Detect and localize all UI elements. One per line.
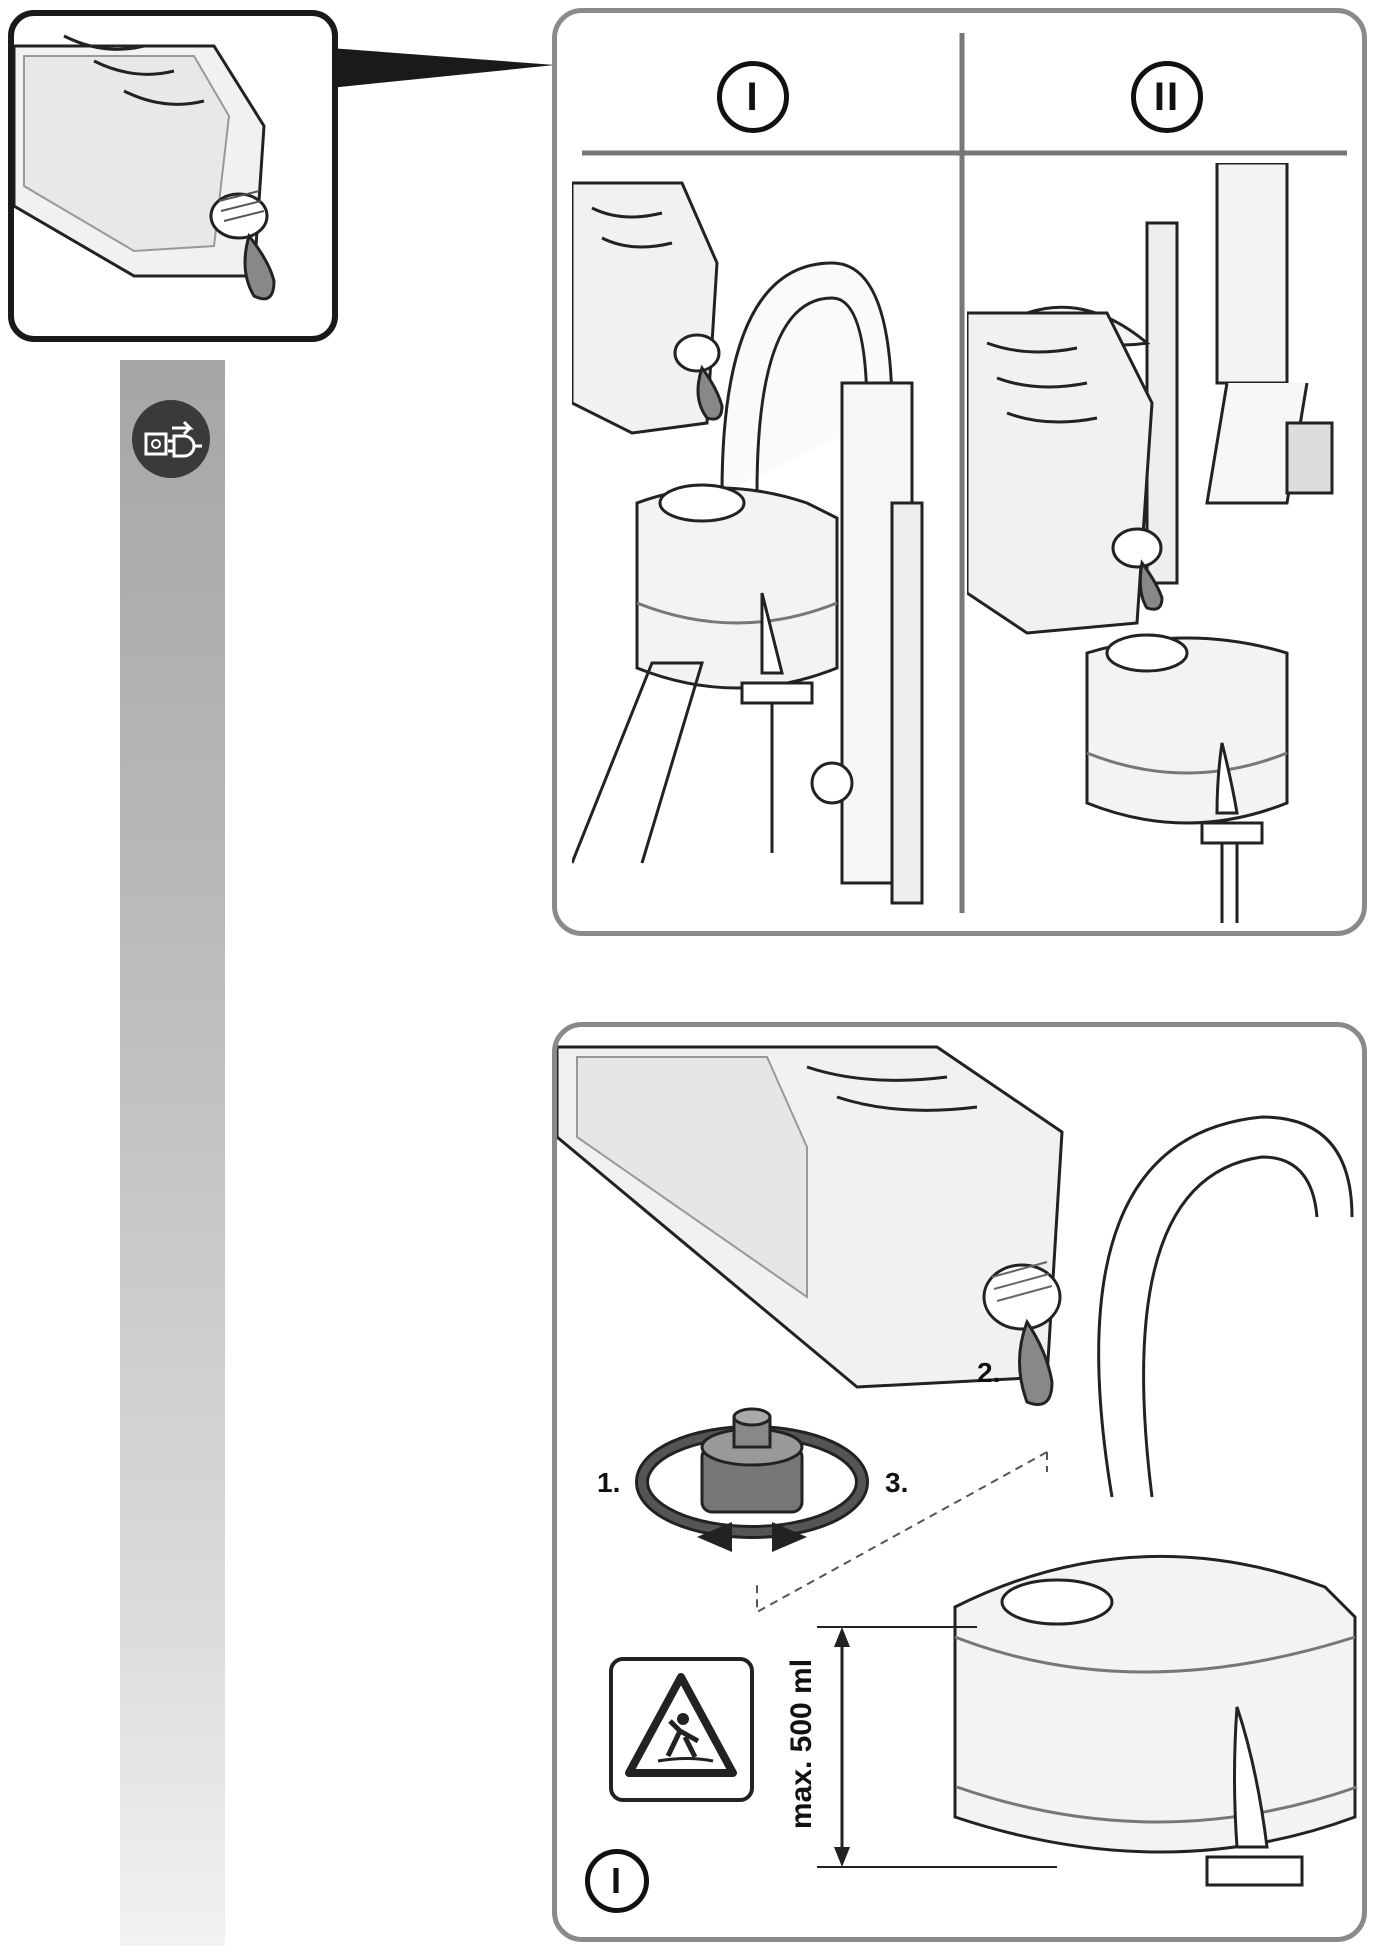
unplug-power-icon	[132, 400, 210, 478]
left-sidebar-bar	[120, 360, 225, 1946]
slippery-floor-warning-icon	[609, 1657, 754, 1802]
step-divider-lines	[582, 33, 1347, 913]
step-i-badge: I	[717, 61, 789, 133]
step-i-badge-bottom: I	[585, 1849, 649, 1913]
refill-illustration	[557, 1045, 1358, 1887]
top-instruction-panel: I II	[552, 8, 1367, 936]
step-ii-badge: II	[1131, 61, 1203, 133]
step-2-label: 2.	[977, 1357, 1001, 1388]
step-1-label: 1.	[597, 1467, 621, 1498]
bottom-instruction-panel: 1. 2. 3. max. 500 ml I	[552, 1022, 1367, 1942]
rotate-cap-icon	[635, 1407, 869, 1552]
bottle-closeup-illustration	[14, 34, 276, 301]
step-i-illustration	[572, 181, 924, 905]
callout-connector	[330, 48, 555, 88]
step-3-label: 3.	[885, 1467, 909, 1498]
max-volume-label: max. 500 ml	[785, 1658, 819, 1830]
step-ii-illustration	[967, 163, 1334, 923]
pour-closeup-inset	[8, 10, 338, 342]
